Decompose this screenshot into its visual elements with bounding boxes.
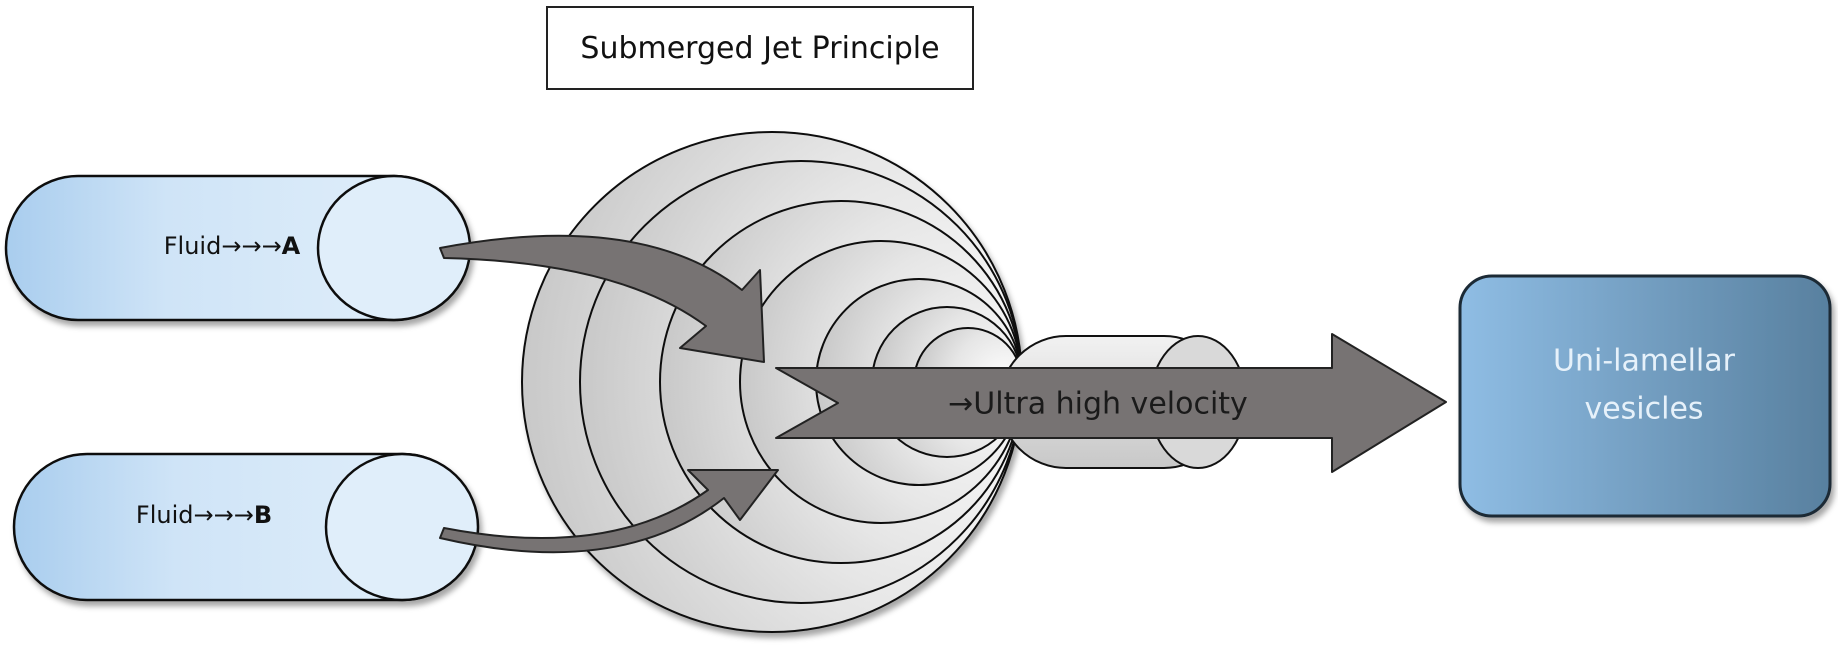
diagram-title: Submerged Jet Principle	[580, 30, 940, 66]
input-tube-b	[12, 452, 480, 602]
jet-label: →Ultra high velocity	[948, 387, 1248, 422]
output-label-line1: Uni-lamellar	[1553, 344, 1736, 379]
title-box: Submerged Jet Principle	[546, 6, 974, 90]
tube-b-end-cap	[324, 452, 480, 602]
flow-arrow-a	[439, 234, 765, 363]
jet-arrow	[775, 333, 1447, 473]
output-box	[1458, 274, 1832, 518]
output-label-line2: vesicles	[1584, 392, 1703, 427]
tube-b-label: Fluid→→→B	[136, 501, 272, 529]
flow-arrow-b	[439, 469, 779, 554]
tube-a-label: Fluid→→→A	[164, 232, 301, 260]
